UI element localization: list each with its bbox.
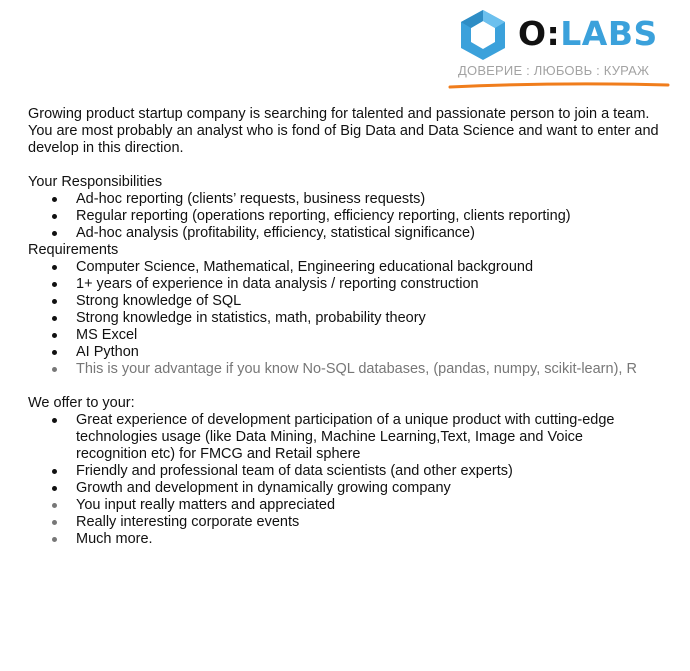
intro-paragraph: Growing product startup company is searc… [28, 106, 659, 156]
list-item: Much more. [28, 531, 668, 548]
responsibilities-list: Ad-hoc reporting (clients’ requests, bus… [28, 191, 668, 242]
hexagon-logo-icon [461, 10, 505, 60]
requirements-list: Computer Science, Mathematical, Engineer… [28, 259, 668, 378]
responsibilities-heading: Your Responsibilities [28, 174, 163, 190]
list-item: Strong knowledge in statistics, math, pr… [28, 310, 668, 327]
list-item: 1+ years of experience in data analysis … [28, 276, 668, 293]
logo-tagline: ДОВЕРИЕ : ЛЮБОВЬ : КУРАЖ [458, 63, 650, 78]
offer-list: Great experience of development particip… [28, 412, 668, 548]
spacer [28, 157, 668, 174]
logo-brand-suffix: LABS [560, 14, 658, 53]
logo-brand-prefix: O: [518, 14, 561, 53]
logo-wordmark: O:LABS [518, 14, 658, 54]
requirements-heading: Requirements [28, 242, 119, 258]
list-item: Regular reporting (operations reporting,… [28, 208, 668, 225]
list-item: This is your advantage if you know No-SQ… [28, 361, 668, 378]
offer-heading: We offer to your: [28, 395, 135, 411]
logo-underline-swoosh [448, 82, 670, 89]
list-item: You input really matters and appreciated [28, 497, 668, 514]
job-description: Growing product startup company is searc… [28, 106, 668, 548]
list-item: Ad-hoc analysis (profitability, efficien… [28, 225, 668, 242]
list-item: Really interesting corporate events [28, 514, 668, 531]
list-item: AI Python [28, 344, 668, 361]
company-logo: O:LABS ДОВЕРИЕ : ЛЮБОВЬ : КУРАЖ [448, 4, 670, 90]
list-item: Great experience of development particip… [28, 412, 668, 463]
spacer [28, 378, 668, 395]
list-item: Growth and development in dynamically gr… [28, 480, 668, 497]
list-item: Friendly and professional team of data s… [28, 463, 668, 480]
list-item: Strong knowledge of SQL [28, 293, 668, 310]
list-item: Computer Science, Mathematical, Engineer… [28, 259, 668, 276]
list-item: MS Excel [28, 327, 668, 344]
list-item: Ad-hoc reporting (clients’ requests, bus… [28, 191, 668, 208]
